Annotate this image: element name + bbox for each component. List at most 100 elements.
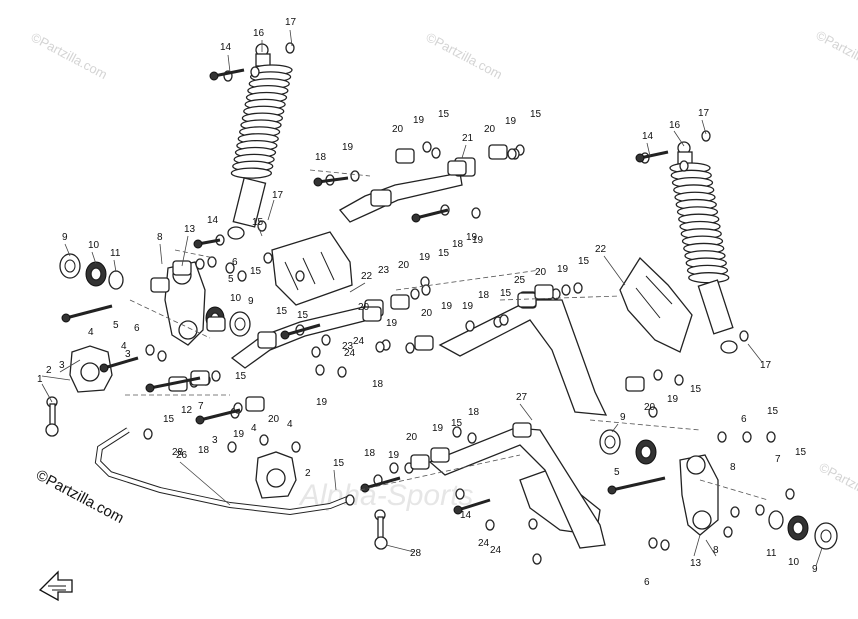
label-25: 25 [514,275,526,286]
label-3: 3 [59,360,65,371]
label-7-b: 7 [775,454,781,465]
label-3-b: 3 [212,435,218,446]
leader-lines [41,29,823,567]
label-20-d: 20 [535,267,547,278]
label-24: 24 [353,336,365,347]
callout-labels: 1 2 2 3 3 3 4 4 4 4 5 5 5 6 6 6 6 7 7 8 … [37,17,818,588]
rear-guard-left [271,231,353,306]
label-23-b: 23 [342,341,354,352]
label-9: 9 [62,232,68,243]
label-5-c: 5 [614,467,620,478]
label-19-m: 19 [432,423,444,434]
stabilizer-link-right [374,509,388,550]
label-15-j: 15 [333,458,345,469]
label-17-b: 17 [272,190,284,201]
fasteners-and-bushings [61,42,795,565]
label-10-c: 10 [788,557,800,568]
label-16: 16 [253,28,265,39]
label-18-b: 18 [452,239,464,250]
label-14: 14 [220,42,232,53]
label-15-m: 15 [767,406,779,417]
label-13: 13 [184,224,196,235]
label-17: 17 [285,17,297,28]
label-7: 7 [198,401,204,412]
rear-guard-right [619,256,693,353]
label-19-o: 19 [466,232,478,243]
label-19-e: 19 [419,252,431,263]
watermark-top-right: ©Partzilla.com [814,27,858,80]
label-15-l: 15 [690,384,702,395]
label-8: 8 [157,232,163,243]
label-4: 4 [88,327,94,338]
label-18-e: 18 [198,445,210,456]
label-28-b: 28 [410,548,422,559]
label-2: 2 [46,365,52,376]
label-19-k: 19 [233,429,245,440]
label-24-d: 24 [490,545,502,556]
label-6-d: 6 [644,577,650,588]
label-11: 11 [110,248,121,259]
label-17-c: 17 [698,108,710,119]
label-4-c: 4 [251,423,257,434]
label-18-a: 18 [315,152,327,163]
seal-right-c [768,510,784,530]
label-24-c: 24 [478,538,490,549]
dashed-guide-lines [125,169,769,501]
label-20-f: 20 [268,414,280,425]
label-18-c: 18 [478,290,490,301]
watermark-top-center: ©Partzilla.com [424,29,505,82]
label-16-b: 16 [669,120,681,131]
label-28: 28 [172,447,184,458]
label-18-g: 18 [468,407,480,418]
label-19-b: 19 [413,115,425,126]
label-21: 21 [462,133,474,144]
label-14-b: 14 [207,215,219,226]
label-4-d: 4 [287,419,293,430]
label-14-c: 14 [642,131,654,142]
label-9-b: 9 [248,296,254,307]
label-6-b: 6 [232,257,238,268]
label-19-f: 19 [557,264,569,275]
label-5: 5 [113,320,119,331]
label-19-n: 19 [388,450,400,461]
label-15-e: 15 [438,248,450,259]
label-15-i: 15 [163,414,175,425]
label-15-o: 15 [297,310,309,321]
label-19-g: 19 [441,301,453,312]
seal-left [108,270,124,290]
label-6: 6 [134,323,140,334]
label-6-c: 6 [741,414,747,425]
label-1: 1 [37,374,43,385]
label-15-k: 15 [451,418,463,429]
label-19-l: 19 [667,394,679,405]
bearing-right-b [787,515,809,541]
watermark-top-left: ©Partzilla.com [29,29,110,82]
label-19-d: 19 [472,235,484,246]
label-27: 27 [516,392,528,403]
label-23: 23 [378,265,390,276]
label-26: 26 [176,450,188,461]
seal-right-b [814,522,838,550]
label-15-b: 15 [276,306,288,317]
label-2-b: 2 [305,468,311,479]
label-20-e: 20 [421,308,433,319]
label-14-d: 14 [460,510,472,521]
bearing-left-inner [85,261,107,287]
label-15-g: 15 [500,288,512,299]
label-20-i: 20 [358,302,370,313]
label-17-d: 17 [760,360,772,371]
label-19-i: 19 [386,318,398,329]
label-3-c: 3 [125,349,131,360]
label-5-b: 5 [228,274,234,285]
label-10: 10 [88,240,100,251]
knuckle-right [679,454,719,536]
label-19-j: 19 [316,397,328,408]
stabilizer-bar [94,427,352,516]
label-20-c: 20 [398,260,410,271]
label-20-h: 20 [406,432,418,443]
front-direction-arrow-icon [38,570,73,602]
label-15-d: 15 [530,109,542,120]
label-15-n: 15 [795,447,807,458]
label-19-a: 19 [342,142,354,153]
left-shock-absorber [227,43,293,240]
